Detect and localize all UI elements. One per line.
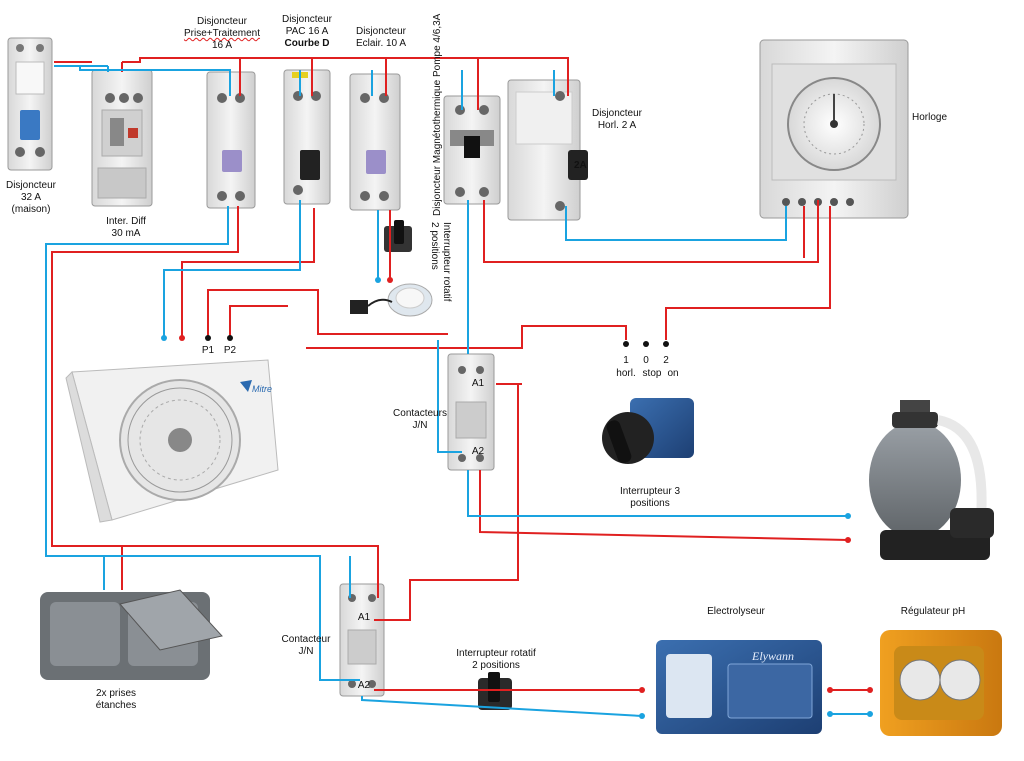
label-a1-bottom: A1 bbox=[357, 612, 371, 623]
breaker-light-10a bbox=[349, 73, 401, 211]
label-stop: stop bbox=[642, 368, 662, 379]
breaker-pac-16a bbox=[283, 69, 331, 205]
label-ph-regulator: Régulateur pH bbox=[900, 606, 966, 617]
heat-pump bbox=[65, 359, 279, 523]
electrolyser-brand: Elywann bbox=[751, 649, 794, 663]
main-breaker-32a bbox=[7, 37, 53, 171]
breaker-2a-text: 2A bbox=[574, 160, 587, 171]
breaker-socket-16a bbox=[206, 71, 256, 209]
label-p1: P1 bbox=[201, 345, 215, 356]
heat-pump-brand: Mitre bbox=[252, 384, 272, 394]
label-a2-top: A2 bbox=[471, 446, 485, 457]
time-clock bbox=[759, 39, 909, 219]
ph-regulator bbox=[880, 630, 1002, 736]
label-pos-2: 2 bbox=[663, 355, 669, 366]
label-on: on bbox=[667, 368, 679, 379]
three-position-switch bbox=[602, 398, 694, 464]
motor-breaker-pump bbox=[443, 95, 501, 205]
label-horl: horl. bbox=[616, 368, 636, 379]
contactor-bottom bbox=[339, 583, 385, 697]
rotary-switch-light bbox=[384, 220, 412, 252]
label-pos-0: 0 bbox=[643, 355, 649, 366]
label-p2: P2 bbox=[223, 345, 237, 356]
label-electrolyser: Electrolyseur bbox=[707, 606, 765, 617]
label-motor-breaker: Disjoncteur Magnétothermique Pompe 4/6,3… bbox=[432, 13, 443, 216]
pool-light bbox=[350, 283, 433, 317]
pool-filter bbox=[869, 400, 994, 560]
label-a1-top: A1 bbox=[471, 378, 485, 389]
label-clock: Horloge bbox=[912, 112, 948, 123]
rcd-30ma bbox=[91, 69, 153, 207]
label-a2-bottom: A2 bbox=[357, 680, 371, 691]
breaker-clock-2a: 2A bbox=[507, 79, 588, 221]
label-pos-1: 1 bbox=[623, 355, 629, 366]
wires-live bbox=[51, 57, 870, 691]
wires-neutral bbox=[45, 65, 870, 717]
waterproof-sockets bbox=[40, 589, 223, 680]
terminal-dots bbox=[161, 277, 873, 719]
rotary-switch-bottom bbox=[478, 672, 512, 710]
contactor-top bbox=[447, 353, 495, 471]
electrolyser: Elywann bbox=[656, 640, 822, 734]
